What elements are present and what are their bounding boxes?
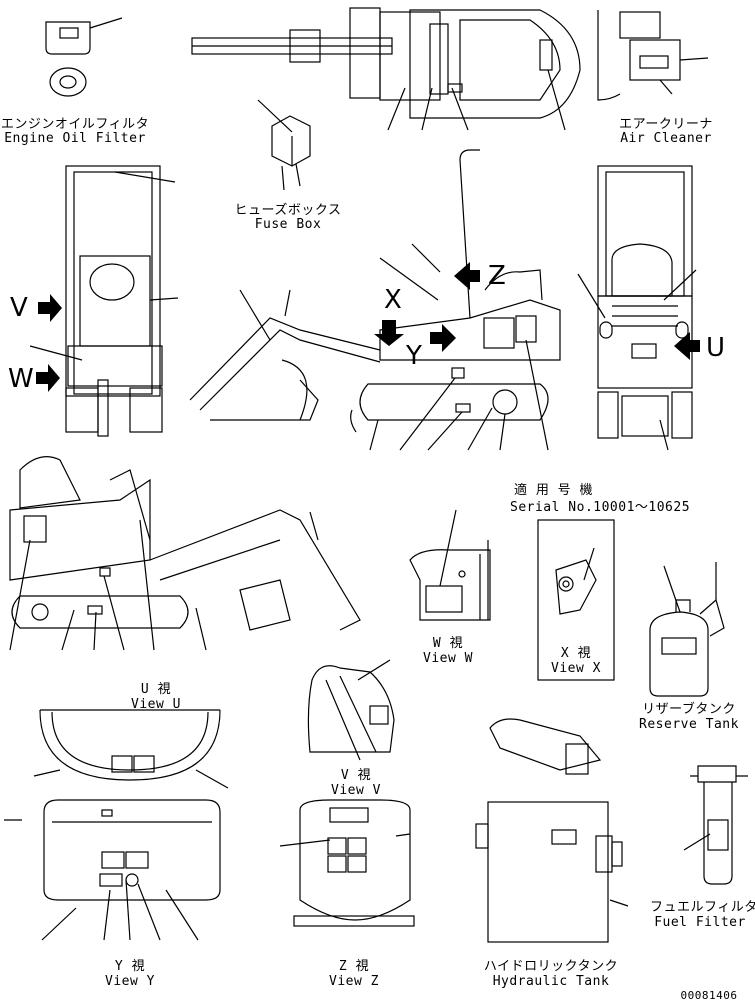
reserve-tank-label-en: Reserve Tank: [639, 717, 739, 732]
fuel-filter-drawing: [683, 765, 748, 885]
arrow-w-shape: [36, 364, 60, 392]
drawing-number: 00081406: [680, 989, 738, 1002]
view-z-label-en: View Z: [329, 974, 379, 989]
side-view-leaders: [369, 339, 549, 451]
engine-oil-filter-label-en: Engine Oil Filter: [4, 131, 146, 146]
view-u-drawing: [33, 709, 229, 789]
rear-view-machine: [577, 165, 697, 451]
hydraulic-tank-label-en: Hydraulic Tank: [492, 974, 610, 989]
serial-label-en: Serial No.10001～10625: [510, 500, 691, 515]
view-x-frame: [537, 519, 615, 681]
arrow-u-letter: U: [706, 333, 726, 363]
top-view-machine: [191, 7, 581, 131]
reserve-tank-label-jp: リザーブタンク: [642, 702, 736, 717]
fuel-filter-label-jp: フュエルフィルタ: [650, 900, 755, 915]
fuse-box-label-jp: ヒューズボックス: [234, 203, 342, 218]
fuse-box-label-en: Fuse Box: [254, 217, 322, 232]
view-z-drawing: [279, 799, 415, 927]
fuse-box-drawing: [257, 99, 311, 191]
arrow-x-letter: X: [384, 285, 402, 315]
engine-oil-filter-label-jp: エンジンオイルフィルタ: [0, 117, 150, 132]
arrow-u-shape: [674, 332, 700, 360]
arrow-y-letter: Y: [406, 341, 422, 371]
second-side-view: [9, 456, 361, 651]
view-z-label-jp: Z 視: [338, 959, 370, 974]
view-w-label-en: View W: [423, 651, 473, 666]
reserve-tank-drawing: [649, 562, 725, 697]
hydraulic-tank-label-jp: ハイドロリックタンク: [483, 959, 619, 974]
view-y-drawing: [4, 799, 221, 941]
engine-oil-filter-drawing: [45, 17, 123, 97]
view-x-drawing: [555, 547, 597, 615]
view-v-label-en: View V: [331, 783, 381, 798]
arrow-w-letter: W: [8, 364, 34, 394]
view-y-label-en: View Y: [105, 974, 155, 989]
view-y-label-jp: Y 視: [114, 959, 146, 974]
arrow-z-shape: [454, 262, 480, 290]
view-w-drawing: [409, 509, 491, 621]
arrow-v-letter: V: [10, 293, 28, 323]
view-x-label-en: View X: [551, 661, 601, 676]
side-view-machine: [189, 149, 561, 433]
air-cleaner-drawing: [597, 10, 709, 101]
view-w-label-jp: W 視: [432, 636, 464, 651]
air-cleaner-label-jp: エアークリーナ: [619, 117, 713, 132]
arrow-v-shape: [38, 294, 62, 322]
view-v-drawing: [307, 659, 395, 761]
view-v-label-jp: V 視: [340, 768, 372, 783]
fuel-filter-label-en: Fuel Filter: [654, 915, 746, 930]
arrow-x-shape: [374, 320, 404, 346]
view-x-label-jp: X 視: [560, 646, 592, 661]
front-view-machine: [29, 165, 179, 437]
hydraulic-tank-drawing: [475, 718, 629, 943]
view-u-label-en: View U: [131, 697, 181, 712]
arrow-z-letter: Z: [488, 261, 506, 291]
air-cleaner-label-en: Air Cleaner: [620, 131, 712, 146]
view-u-label-jp: U 視: [140, 682, 172, 697]
serial-label-jp: 適 用 号 機: [514, 483, 593, 498]
arrow-y-shape: [430, 324, 456, 352]
